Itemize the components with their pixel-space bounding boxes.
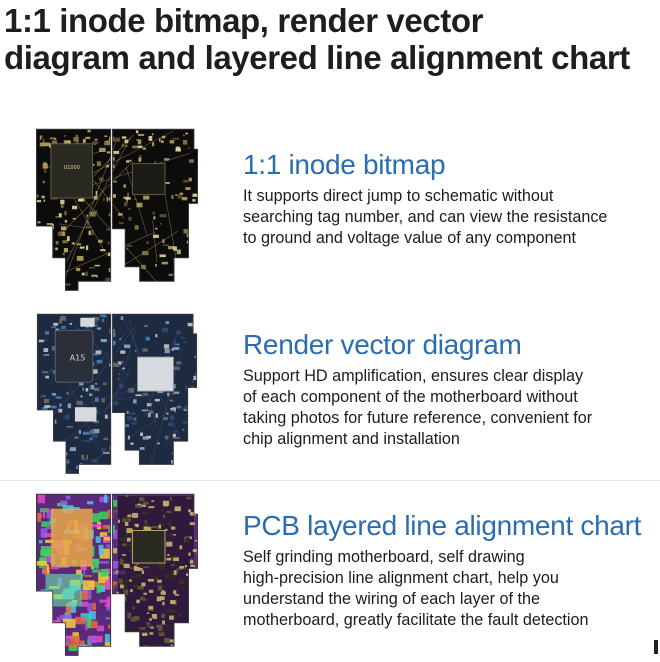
description-line: searching tag number, and can view the r… xyxy=(243,208,608,226)
feature-description: It supports direct jump to schematic wit… xyxy=(243,186,653,249)
feature-description: Support HD amplification, ensures clear … xyxy=(243,366,653,450)
headline-line-1: 1:1 inode bitmap, render vector xyxy=(4,2,484,39)
page-headline: 1:1 inode bitmap, render vector diagram … xyxy=(4,2,654,76)
description-line: chip alignment and installation xyxy=(243,430,460,448)
feature-text: PCB layered line alignment chart Self gr… xyxy=(243,509,653,631)
description-line: taking photos for future reference, conv… xyxy=(243,409,593,427)
feature-render-vector: A15 Render vector diagram Support HD amp… xyxy=(0,300,660,480)
chip-label: U1000 xyxy=(64,165,80,171)
feature-title: Render vector diagram xyxy=(243,329,522,360)
description-line: motherboard, greatly facilitate the faul… xyxy=(243,611,589,629)
headline-line-2: diagram and layered line alignment chart xyxy=(4,39,630,76)
description-line: high-precision line alignment chart, hel… xyxy=(243,569,559,587)
motherboard-bitmap-image: U1000 xyxy=(35,128,199,291)
feature-title: PCB layered line alignment chart xyxy=(243,510,642,541)
feature-text: 1:1 inode bitmap It supports direct jump… xyxy=(243,148,653,249)
feature-text: Render vector diagram Support HD amplifi… xyxy=(243,328,653,450)
description-line: Self grinding motherboard, self drawing xyxy=(243,548,525,566)
feature-title: 1:1 inode bitmap xyxy=(243,149,446,180)
description-line: It supports direct jump to schematic wit… xyxy=(243,187,554,205)
corner-mark xyxy=(654,640,658,654)
chip-label: A15 xyxy=(70,354,86,363)
chip-label: U1000 xyxy=(64,530,80,536)
description-line: of each component of the motherboard wit… xyxy=(243,388,578,406)
description-line: understand the wiring of each layer of t… xyxy=(243,590,540,608)
feature-inode-bitmap: U1000 1:1 inode bitmap It supports direc… xyxy=(0,118,660,293)
motherboard-vector-image: A15 xyxy=(36,313,198,474)
feature-description: Self grinding motherboard, self drawing … xyxy=(243,547,653,631)
description-line: to ground and voltage value of any compo… xyxy=(243,229,576,247)
motherboard-layered-image: U1000 xyxy=(35,493,199,656)
description-line: Support HD amplification, ensures clear … xyxy=(243,367,584,385)
feature-layered-alignment: U1000 PCB layered line alignment chart S… xyxy=(0,480,660,662)
